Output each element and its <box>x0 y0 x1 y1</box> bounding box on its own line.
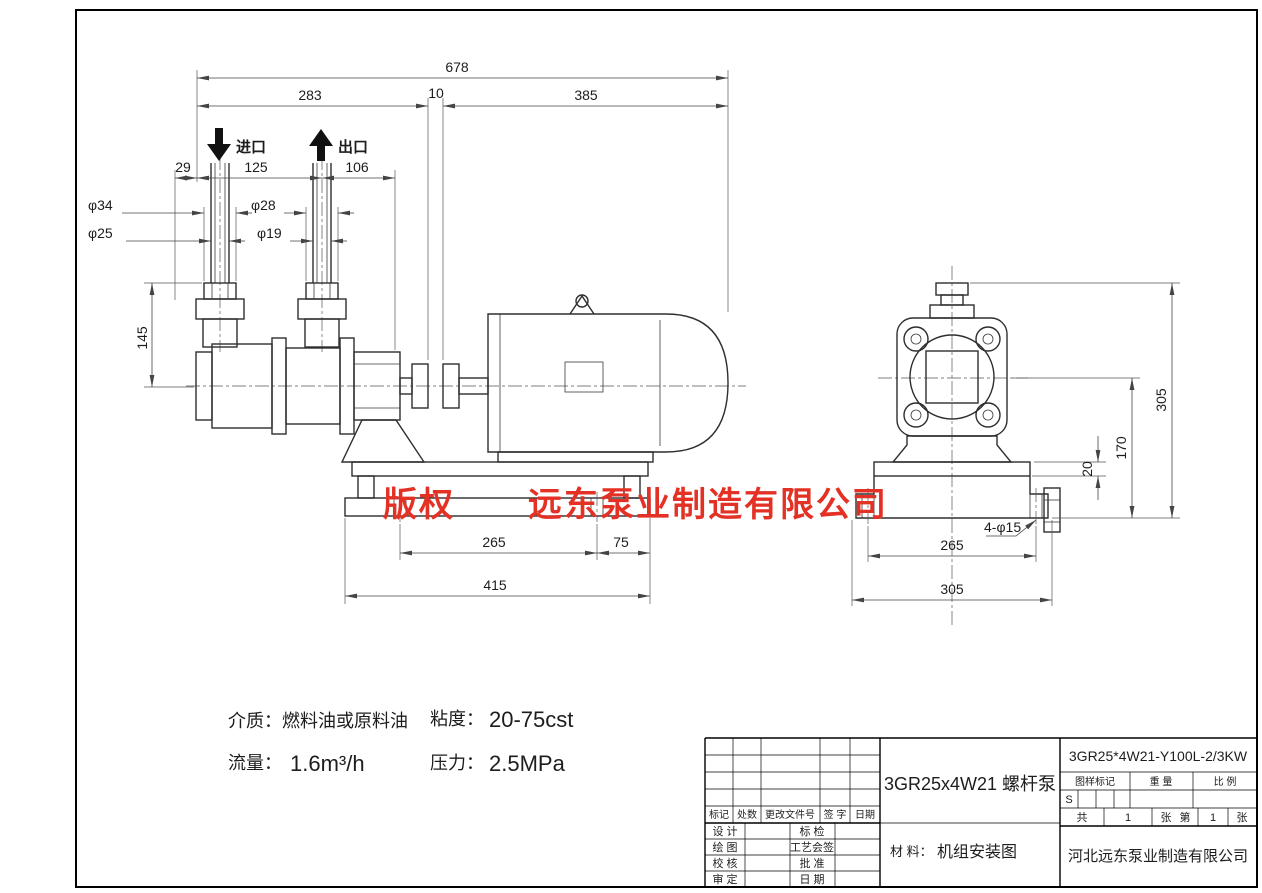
dim-305-height: 305 <box>1153 388 1169 412</box>
row-draw: 绘 图 <box>712 840 737 854</box>
dimensions-side-view: 678 283 10 385 进口 出口 29 125 106 φ34 φ25 … <box>88 59 729 604</box>
dim-265-side: 265 <box>482 534 506 550</box>
dim-305-width: 305 <box>940 581 964 597</box>
motor-side-view <box>487 294 729 463</box>
dim-phi25: φ25 <box>88 225 113 241</box>
dim-phi28: φ28 <box>251 197 276 213</box>
sheets-total-label: 共 <box>1077 811 1088 824</box>
dim-10: 10 <box>428 85 444 101</box>
dim-20: 20 <box>1079 461 1095 477</box>
sheets-page: 1 <box>1210 812 1216 824</box>
row-std-check: 标 检 <box>799 824 824 838</box>
dim-29: 29 <box>175 159 191 175</box>
row-audit: 审 定 <box>712 872 737 886</box>
inlet-arrow-icon <box>207 128 231 161</box>
rev-header-sign: 签 字 <box>824 808 847 821</box>
spec-pressure-value: 2.5MPa <box>489 751 566 776</box>
rev-header-date: 日期 <box>855 809 875 821</box>
stamp-mark-label: 图样标记 <box>1075 775 1115 788</box>
watermark: 版权 远东泵业制造有限公司 <box>383 485 888 524</box>
base-side-view <box>344 461 651 522</box>
sheets-page-label: 第 <box>1180 810 1191 824</box>
row-check: 校 核 <box>712 856 737 870</box>
sheets-unit-a: 张 <box>1161 811 1172 824</box>
inlet-label: 进口 <box>236 139 266 156</box>
material-value: 机组安装图 <box>937 843 1017 861</box>
watermark-company: 远东泵业制造有限公司 <box>528 485 888 524</box>
spec-viscosity-label: 粘度： <box>430 709 484 729</box>
watermark-prefix: 版权 <box>383 486 455 524</box>
dim-75: 75 <box>613 534 629 550</box>
spec-flow-value: 1.6m³/h <box>290 751 365 776</box>
drawing-frame <box>75 9 1258 888</box>
row-approve: 批 准 <box>799 856 824 870</box>
spec-viscosity-value: 20-75cst <box>489 707 573 732</box>
stamp-weight-label: 重 量 <box>1150 775 1173 788</box>
product-name: 3GR25x4W21 螺杆泵 <box>884 774 1056 794</box>
spec-notes: 介质：燃料油或原料油 粘度： 20-75cst 流量： 1.6m³/h 压力： … <box>228 707 573 776</box>
sheets-total: 1 <box>1125 812 1131 824</box>
row-design: 设 计 <box>712 825 737 838</box>
row-process-sign: 工艺会签 <box>790 840 834 854</box>
dim-phi19: φ19 <box>257 225 282 241</box>
lifting-eye-icon <box>575 294 589 308</box>
rev-header-doc: 更改文件号 <box>765 808 815 821</box>
row-date: 日 期 <box>799 873 824 886</box>
spec-pressure-label: 压力： <box>430 753 484 773</box>
dimensions-end-view: 305 170 20 4-φ15 265 305 <box>851 282 1180 606</box>
title-block: 标记 处数 更改文件号 签 字 日期 设 计 标 检 绘 图 工艺会签 校 核 … <box>704 737 1257 887</box>
outlet-label: 出口 <box>338 138 368 156</box>
dim-145: 145 <box>134 326 150 350</box>
model-number: 3GR25*4W21-Y100L-2/3KW <box>1069 748 1248 764</box>
stamp-scale-label: 比 例 <box>1214 775 1237 788</box>
dim-415: 415 <box>483 577 507 593</box>
outlet-arrow-icon <box>309 129 333 161</box>
rev-header-count: 处数 <box>737 808 757 821</box>
stamp-value: S <box>1065 794 1072 806</box>
dim-phi34: φ34 <box>88 197 113 213</box>
dim-265-end: 265 <box>940 537 964 553</box>
dim-283: 283 <box>298 87 322 103</box>
dim-106: 106 <box>345 159 369 175</box>
pump-end-view <box>855 266 1061 628</box>
dim-385: 385 <box>574 87 598 103</box>
dim-678: 678 <box>445 59 469 75</box>
dim-125: 125 <box>244 159 268 175</box>
material-label: 材 料： <box>890 844 933 859</box>
dim-holes-4xphi15: 4-φ15 <box>984 519 1021 535</box>
dim-170: 170 <box>1113 436 1129 460</box>
spec-flow-label: 流量： <box>228 753 282 773</box>
rev-header-mark: 标记 <box>709 809 729 821</box>
company-name: 河北远东泵业制造有限公司 <box>1068 848 1248 865</box>
spec-medium: 介质：燃料油或原料油 <box>228 711 408 731</box>
sheets-unit-b: 张 <box>1237 811 1248 824</box>
